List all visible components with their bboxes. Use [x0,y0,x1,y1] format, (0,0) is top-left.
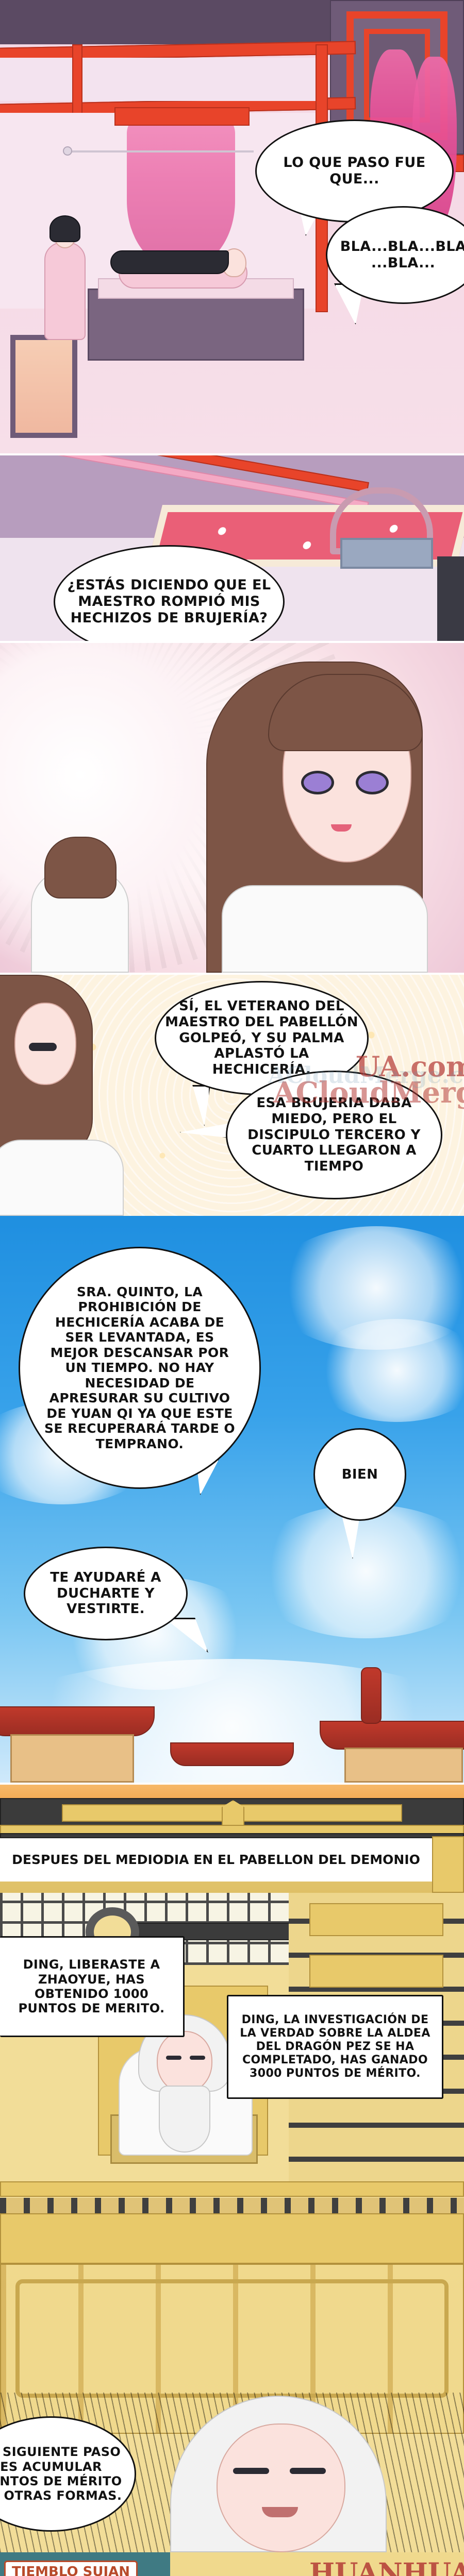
woman-eye-left [301,771,334,794]
bed-canopy-drape [127,118,235,268]
caption-despues-del-mediodia: DESPUES DEL MEDIODIA EN EL PABELLON DEL … [0,1838,432,1882]
bubble-sra-quinto: SRA. QUINTO, LA PROHIBICIÓN DE HECHICERÍ… [19,1247,261,1489]
panel-closeup-woman [0,643,464,973]
wall-pane-left [0,58,72,101]
panel-gap-1 [0,453,464,455]
floor-band [0,2213,464,2264]
sfx-tiemblo-sujan: TIEMBLO SUJAN [4,2561,138,2576]
panel-blue-sky: SRA. QUINTO, LA PROHIBICIÓN DE HECHICERÍ… [0,1216,464,1783]
maid-hair [49,215,80,242]
bed-platform [88,289,304,361]
bubble-ding-zhaoyue: DING, LIBERASTE A ZHAOYUE, HAS OBTENIDO … [0,1936,185,2037]
tassel-knob [63,146,72,156]
panel-gap-3 [0,973,464,975]
master-mouth-closeup [262,2507,298,2517]
hanging-scroll [10,335,77,438]
pavilion-roof-small [361,1667,382,1724]
bed-canopy-frame [114,107,250,126]
maid-body [44,242,86,340]
bubble-esa-brujeria: ESA BRUJERIA DABA MIEDO, PERO EL DISCIPU… [226,1071,442,1199]
pavilion-body-left [10,1734,134,1783]
panel-system-hall: DING, LIBERASTE A ZHAOYUE, HAS OBTENIDO … [0,1893,464,2264]
panel-gap-5 [0,1783,464,1785]
woman-robe [222,885,428,973]
sfx-huanhua: HUANHUA [309,2557,464,2576]
master-face [157,2031,212,2093]
master-eye-closeup-right [290,2468,326,2474]
bubble-bien-1: BIEN [313,1428,406,1521]
woman-mouth [331,824,352,832]
woman-eye-right [356,771,389,794]
bubble-estas-diciendo: ¿ESTÁS DICIENDO QUE EL MAESTRO ROMPIÓ MI… [54,545,285,641]
bubble-lo-que-paso: LO QUE PASO FUE QUE... [255,120,454,223]
maid-eye-2 [29,1043,57,1051]
figure-leg [437,556,464,641]
roof-shadow-band [0,1833,464,1838]
pavilion-roof-left [0,1706,155,1736]
master-eye-left [166,2056,181,2060]
maid-robe-2 [0,1140,124,1216]
panel-demon-pavilion: DESPUES DEL MEDIODIA EN EL PABELLON DEL … [0,1785,464,1893]
pavilion-body-right [344,1748,463,1783]
chair-seat [340,538,433,569]
panel-girl-report: TIEMBLO SUJAN HUANHUA MAESTRO, JIANG XUA… [0,2552,464,2576]
pavilion-roof-right [320,1721,464,1750]
master-face-closeup [217,2424,345,2552]
bubble-te-ayudare: TE AYUDARÉ A DUCHARTE Y VESTIRTE. [24,1547,188,1640]
panel-gap-2 [0,641,464,643]
bubble-siguiente-paso: EL SIGUIENTE PASO ES ACUMULAR PUNTOS DE … [0,2416,136,2532]
balustrade-studs [0,2198,464,2213]
panel-room-floor: ¿ESTÁS DICIENDO QUE EL MAESTRO ROMPIÓ MI… [0,455,464,641]
bubble-bla-bla: BLA...BLA...BLA ...BLA... [326,206,464,304]
panel-bedroom-interior: LO QUE PASO FUE QUE... BLA...BLA...BLA .… [0,0,464,453]
closeup-panel-frames [15,2279,449,2398]
figure-reclining-hair [110,250,229,274]
master-eye-right [190,2056,205,2060]
panel-master-closeup: EL SIGUIENTE PASO ES ACUMULAR PUNTOS DE … [0,2264,464,2552]
wood-panel-1 [309,1903,443,1936]
bubble-si-el-veterano: SÍ, EL VETERANO DEL MAESTRO DEL PABELLÓN… [155,981,369,1095]
pillar-right [432,1836,464,1893]
master-beard [159,2086,210,2153]
panel-maid-explains: SÍ, EL VETERANO DEL MAESTRO DEL PABELLÓN… [0,975,464,1216]
bubble-ding-investigacion: DING, LA INVESTIGACIÓN DE LA VERDAD SOBR… [227,1995,443,2099]
balustrade-rail [0,2181,464,2197]
pavilion-roof-mid [170,1742,294,1766]
wood-panel-2 [309,1955,443,1988]
tassel-string [68,150,254,152]
wall-pane-center [82,58,316,101]
cloud-2 [309,1319,464,1422]
bystander-hair [44,837,117,899]
master-eye-closeup-left [233,2468,269,2474]
